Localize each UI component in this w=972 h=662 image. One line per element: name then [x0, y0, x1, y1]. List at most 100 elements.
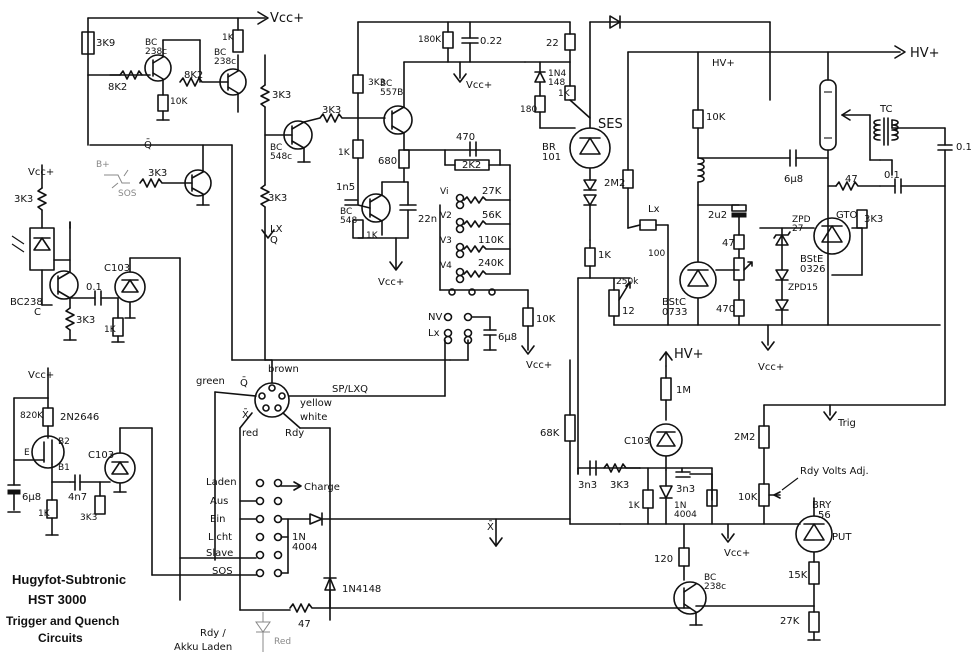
- r-3k3-a-label: 3K3: [272, 90, 291, 101]
- r-1k-lx-label: 1K: [598, 250, 611, 261]
- c-0u22-label: 0.22: [480, 36, 502, 47]
- d-1n4148b-label: 1N4148: [342, 584, 381, 595]
- b-plus-label: B+: [96, 160, 110, 170]
- sw-licht-label: Licht: [208, 532, 232, 543]
- sw-aus-label: Aus: [210, 496, 228, 507]
- photodiode-box: [29, 227, 55, 271]
- r-12-label: 12: [622, 306, 635, 317]
- r-10k-sw-label: 10K: [536, 314, 556, 325]
- title-line-2: HST 3000: [28, 592, 87, 607]
- rdy-label: Rdy: [285, 428, 304, 439]
- vcc-ujt-label: Vcc+: [28, 370, 54, 381]
- nv-label: NV: [428, 312, 442, 323]
- c-6u8-ujt-label: 6µ8: [22, 492, 41, 503]
- connector-q-bar: Q̄: [240, 376, 248, 389]
- sos-section: 3K3 B+ SOS: [96, 144, 212, 206]
- r-56k-label: 56K: [482, 210, 502, 221]
- r-3k3-c-label: 3K3: [268, 193, 287, 204]
- hv-bottom-label: HV+: [674, 347, 704, 362]
- r-820k-label: 820K: [20, 411, 44, 421]
- r-120-label: 120: [654, 554, 673, 565]
- rdy-slash-label: Rdy /: [200, 628, 226, 639]
- c-1n5-label: 1n5: [336, 182, 355, 193]
- vcc-q5-label: Vcc+: [378, 277, 404, 288]
- r-3k9-label: 3K9: [96, 38, 115, 49]
- c103-a-thyristor: [114, 271, 146, 303]
- c-4n7-label: 4n7: [68, 492, 87, 503]
- gto-label: GTO: [836, 210, 858, 221]
- r-2m2-trig-label: 2M2: [734, 432, 755, 443]
- title-block: Hugyfot-Subtronic HST 3000 Trigger and Q…: [6, 572, 126, 645]
- sw-charge-label: Charge: [304, 482, 340, 493]
- bc238-transistor: [49, 270, 79, 300]
- c-6u8-hv-label: 6µ8: [784, 174, 803, 185]
- r-10k-adj-label: 10K: [738, 492, 758, 503]
- r-2m2-top-label: 2M2: [604, 178, 625, 189]
- vcc-top-label: Vcc+: [270, 11, 304, 26]
- vcc-ldr-label: Vcc+: [28, 167, 54, 178]
- connector-plug: [254, 382, 290, 418]
- x-bar-label: X̄: [487, 520, 494, 533]
- zpd15-label: ZPD15: [788, 283, 818, 293]
- ses-thyristor: [569, 127, 611, 169]
- c-0u1-bc-label: 0.1: [86, 282, 102, 293]
- c-470-label: 470: [456, 132, 475, 143]
- r-180-label: 180: [520, 105, 537, 115]
- title-line-3: Trigger and Quench: [6, 614, 119, 628]
- lx-relay-label: Lx: [648, 204, 660, 215]
- r-1k-q5-label: 1K: [366, 231, 379, 241]
- r-1k-trig-label: 1K: [628, 501, 641, 511]
- gto-thyristor: [813, 217, 851, 255]
- sos-small-label: SOS: [118, 189, 137, 199]
- ses-label: SES: [598, 117, 623, 132]
- yellow-label: yellow: [300, 398, 332, 409]
- title-line-4: Circuits: [38, 631, 83, 645]
- r-240k-label: 240K: [478, 258, 504, 269]
- ujt-2n2646: [31, 435, 65, 469]
- tc-label: TC: [879, 104, 893, 115]
- connector-x-bar: X̄: [242, 408, 249, 421]
- c-3n3a-label: 3n3: [578, 480, 597, 491]
- r-3k3-trig-label: 3K3: [610, 480, 629, 491]
- r-1k-ujt-label: 1K: [38, 509, 51, 519]
- c103-c-label: C103: [624, 436, 650, 447]
- sp-lxq-label: SP/LXQ: [332, 384, 368, 395]
- white-label: white: [300, 412, 327, 423]
- r-27k-label: 27K: [482, 186, 502, 197]
- r-8k2a-label: 8K2: [108, 82, 127, 93]
- r-47-label: 47: [722, 238, 735, 249]
- sw-slave-label: Slave: [206, 548, 233, 559]
- red-led-label: Red: [274, 637, 291, 647]
- vcc-180k-label: Vcc+: [466, 80, 492, 91]
- e-label: E: [24, 448, 30, 458]
- q4-transistor: [383, 105, 413, 135]
- r-3k3-q4-label: 3K3: [368, 78, 385, 88]
- bc238c-bottom-transistor: [673, 581, 707, 615]
- rdy-adj-label: Rdy Volts Adj.: [800, 466, 869, 477]
- r-10k-hv-label: 10K: [706, 112, 726, 123]
- hv-mid-label: HV+: [712, 58, 735, 69]
- q1-transistor: [144, 54, 172, 82]
- c-2u2-label: 2u2: [708, 210, 727, 221]
- q5-transistor: [361, 193, 391, 223]
- r-8k2b-label: 8K2: [184, 70, 203, 81]
- r-27k-b-label: 27K: [780, 616, 800, 627]
- lx-label: Lx: [428, 328, 440, 339]
- sw-pos-2: V2: [440, 211, 452, 221]
- r-470-label: 470: [716, 304, 735, 315]
- r-68k-label: 68K: [540, 428, 560, 439]
- bottom-rdy: 1N4148 47 Red Rdy / Akku Laden: [174, 577, 691, 653]
- q-bar-label: Q̄: [144, 138, 152, 151]
